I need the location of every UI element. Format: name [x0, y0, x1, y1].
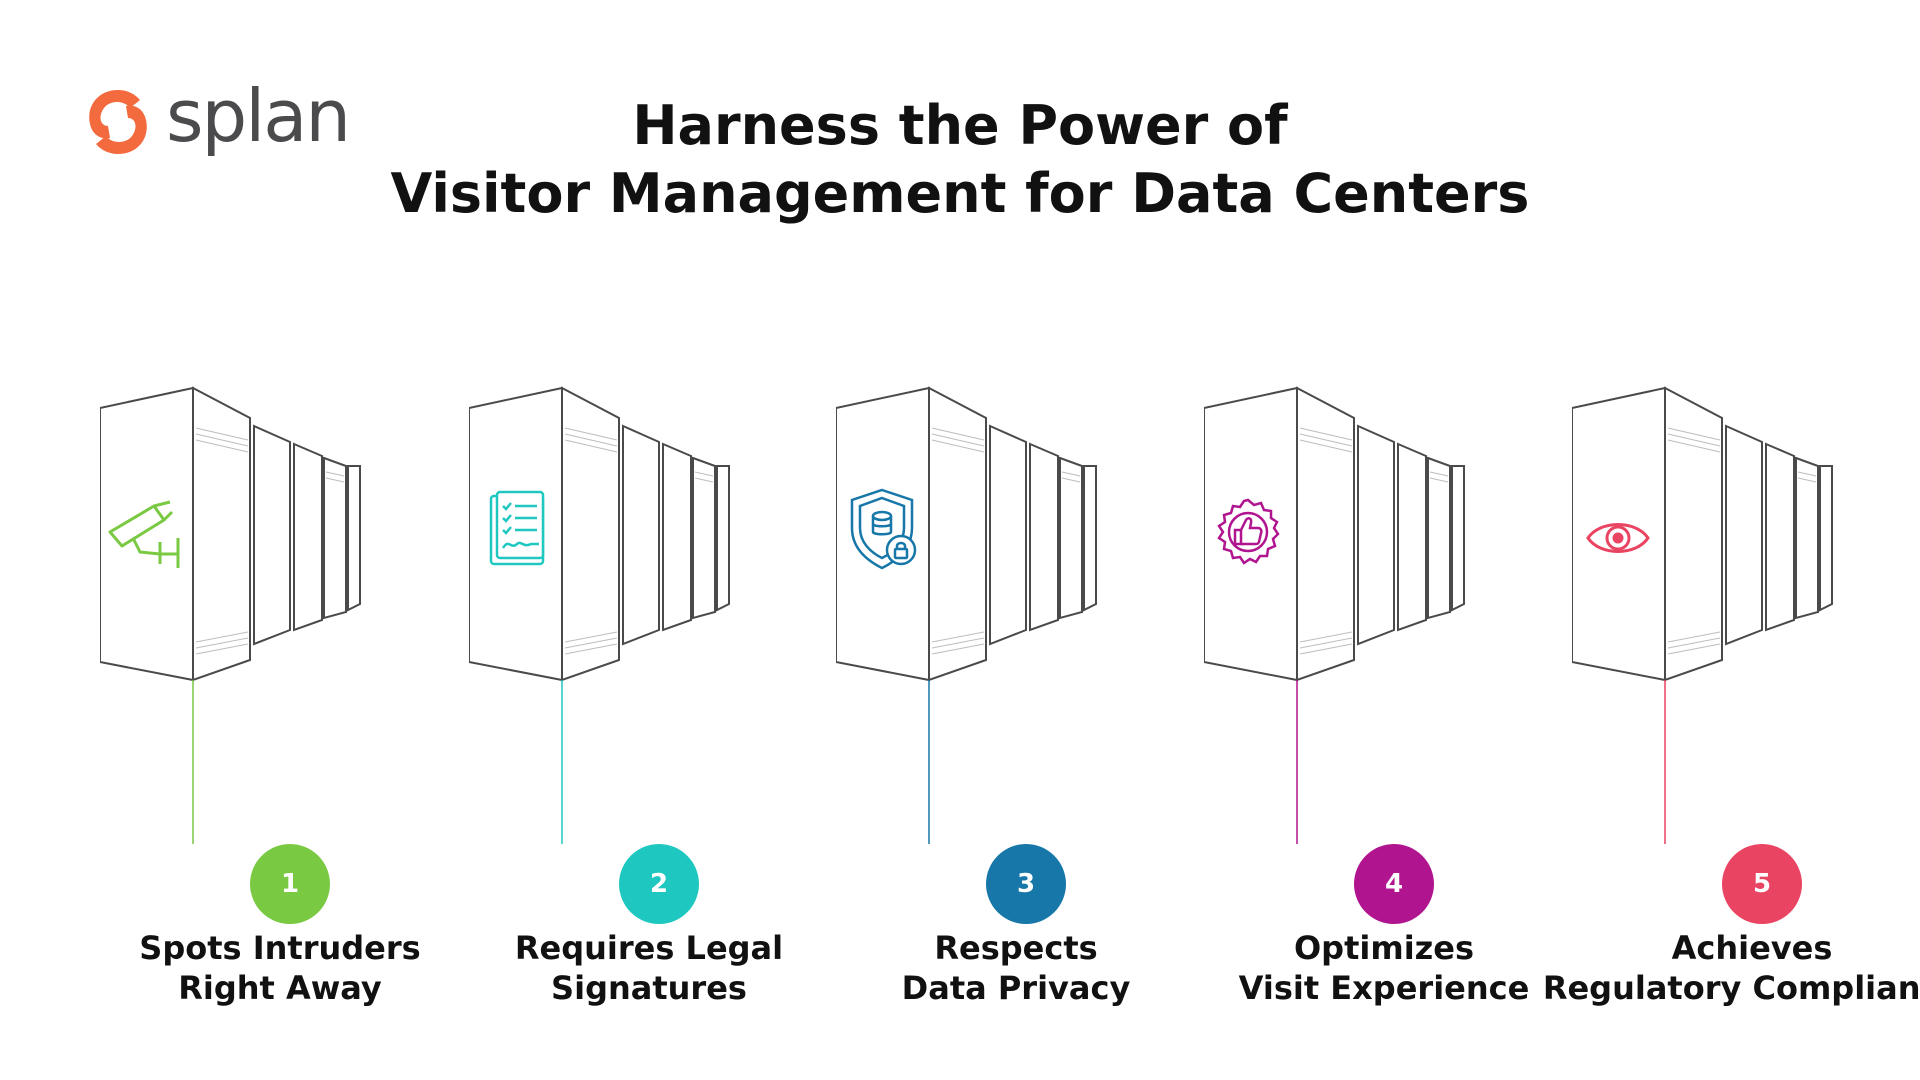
step-badge-5: 5: [1722, 844, 1802, 924]
feature-label-4: Optimizes Visit Experience: [1174, 928, 1594, 1008]
feature-label-line-1: Spots Intruders: [139, 929, 421, 967]
brand-name: splan: [166, 74, 351, 158]
feature-label-2: Requires Legal Signatures: [439, 928, 859, 1008]
splan-logo-icon: [89, 90, 147, 154]
feature-label-line-1: Optimizes: [1293, 929, 1475, 967]
title-line-1: Harness the Power of: [632, 94, 1288, 157]
feature-column-2: 2 Requires Legal Signatures: [469, 380, 839, 1020]
feature-column-5: 5 Achieves Regulatory Compliance: [1543, 380, 1920, 1020]
step-badge-2: 2: [619, 844, 699, 924]
brand-logo: splan: [78, 72, 351, 172]
feature-label-line-2: Right Away: [178, 969, 382, 1007]
feature-label-line-1: Requires Legal: [514, 929, 784, 967]
feature-column-3: 3 Respects Data Privacy: [836, 380, 1206, 1020]
shield-database-lock-icon: [850, 488, 917, 570]
feature-label-5: Achieves Regulatory Compliance: [1542, 928, 1920, 1008]
feature-label-line-1: Respects: [934, 929, 1098, 967]
feature-label-line-2: Regulatory Compliance: [1542, 969, 1920, 1007]
server-rack-illustration: [1572, 386, 1833, 844]
feature-label-3: Respects Data Privacy: [806, 928, 1226, 1008]
server-rack-illustration: [469, 386, 730, 844]
page-title: Harness the Power of Visitor Management …: [0, 92, 1920, 228]
step-badge-1: 1: [250, 844, 330, 924]
signed-document-icon: [489, 490, 545, 566]
feature-label-line-2: Signatures: [551, 969, 747, 1007]
feature-label-1: Spots Intruders Right Away: [70, 928, 490, 1008]
feature-label-line-2: Data Privacy: [901, 969, 1131, 1007]
security-camera-icon: [108, 500, 180, 568]
title-line-2: Visitor Management for Data Centers: [390, 162, 1530, 225]
thumbs-up-badge-icon: [1217, 498, 1280, 565]
feature-label-line-1: Achieves: [1671, 929, 1833, 967]
eye-icon: [1586, 523, 1650, 553]
server-rack-illustration: [836, 386, 1097, 844]
step-badge-4: 4: [1354, 844, 1434, 924]
feature-column-4: 4 Optimizes Visit Experience: [1204, 380, 1574, 1020]
feature-column-1: 1 Spots Intruders Right Away: [100, 380, 470, 1020]
step-badge-3: 3: [986, 844, 1066, 924]
server-rack-illustration: [1204, 386, 1465, 844]
server-rack-illustration: [100, 386, 361, 844]
feature-label-line-2: Visit Experience: [1238, 969, 1530, 1007]
